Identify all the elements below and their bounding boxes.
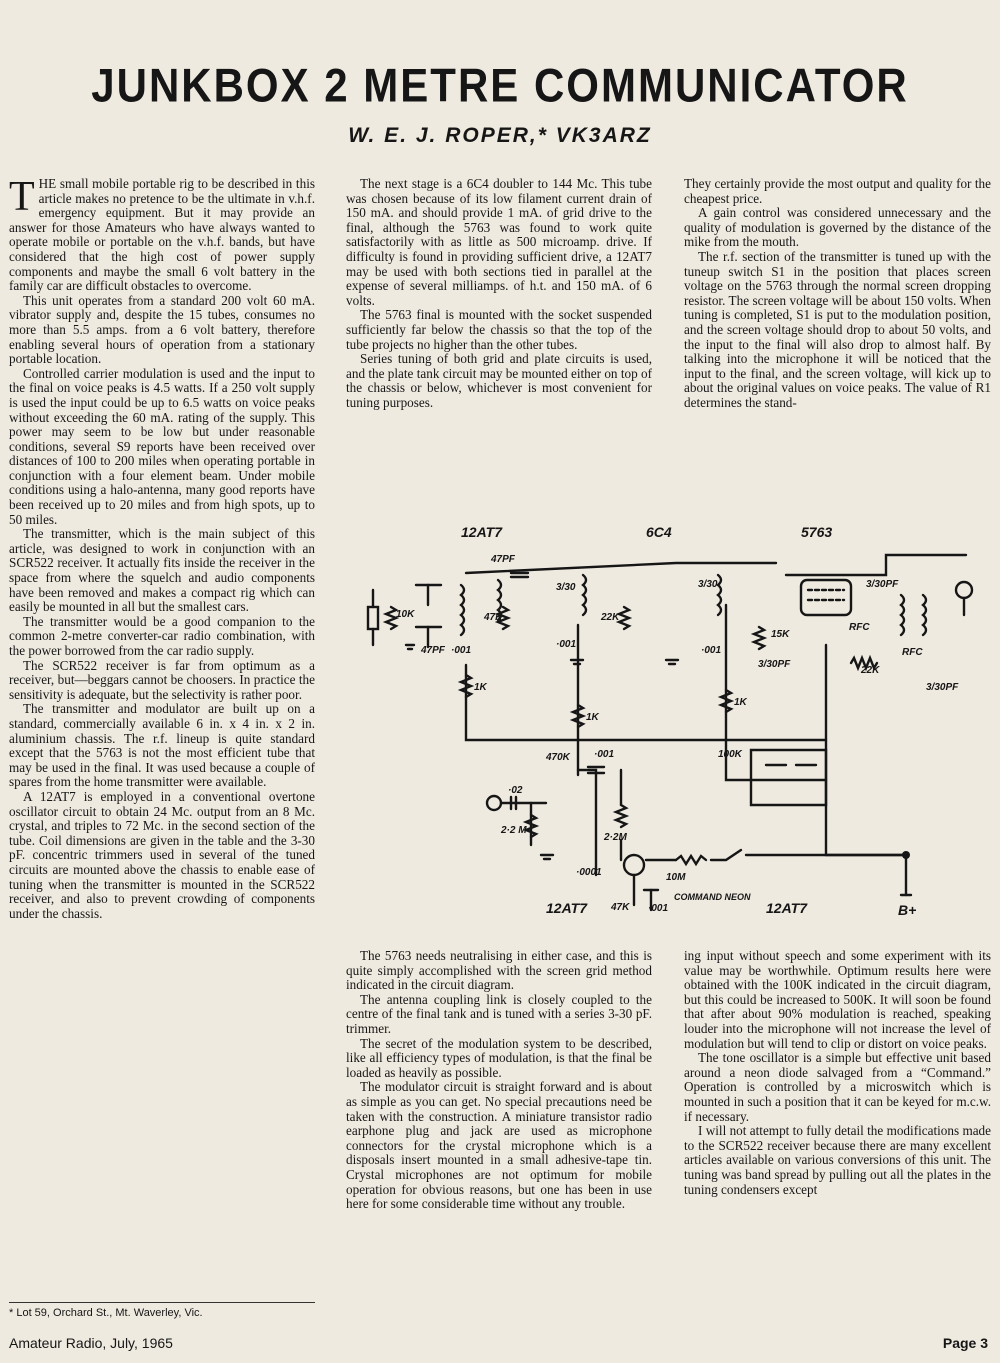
author-footnote: * Lot 59, Orchard St., Mt. Waverley, Vic… <box>9 1302 315 1319</box>
schematic-label: RFC <box>902 647 923 658</box>
paragraph: The secret of the modulation system to b… <box>346 1035 652 1080</box>
paragraph: The 5763 final is mounted with the socke… <box>346 307 652 352</box>
schematic-label: 1K <box>474 682 488 693</box>
schematic-label: 2·2M <box>603 832 627 843</box>
schematic-label: 47K <box>610 902 630 913</box>
paragraph: The transmitter, which is the main subje… <box>9 526 315 615</box>
paragraph: The modulator circuit is straight forwar… <box>346 1079 652 1212</box>
schematic-label: 2·2 M <box>500 825 527 836</box>
column-2-top: The next stage is a 6C4 doubler to 144 M… <box>346 177 652 507</box>
page-number: Page 3 <box>942 1335 988 1351</box>
paragraph: The SCR522 receiver is far from optimum … <box>9 657 315 702</box>
schematic-label: ·0001 <box>576 867 602 878</box>
column-2-bottom: The 5763 needs neutralising in either ca… <box>346 949 652 1309</box>
paragraph: The 5763 needs neutralising in either ca… <box>346 949 652 993</box>
schematic-label: COMMAND NEON <box>674 892 751 902</box>
schematic-label: 47PF <box>490 554 516 565</box>
schematic-label: 1K <box>586 712 600 723</box>
schematic-label: 1K <box>734 697 748 708</box>
paragraph: The r.f. section of the transmitter is t… <box>684 248 991 410</box>
schematic-label: 3/30PF <box>866 579 899 590</box>
schematic-label: 6C4 <box>646 524 672 540</box>
schematic-label: 12AT7 <box>461 524 503 540</box>
schematic-label: 22K <box>860 665 880 676</box>
schematic-label: 5763 <box>801 524 832 540</box>
paragraph: A 12AT7 is employed in a conventional ov… <box>9 788 315 921</box>
publication-footer: Amateur Radio, July, 1965 <box>9 1335 173 1351</box>
schematic-label: ·001 <box>556 639 576 650</box>
paragraph: I will not attempt to fully detail the m… <box>684 1123 991 1197</box>
schematic-label: 12AT7 <box>766 900 808 916</box>
schematic-label: ·001 <box>648 903 668 914</box>
paragraph: The transmitter and modulator are built … <box>9 701 315 790</box>
paragraph: This unit operates from a standard 200 v… <box>9 292 315 367</box>
column-3-bottom: ing input without speech and some experi… <box>684 949 991 1309</box>
article-title: JUNKBOX 2 METRE COMMUNICATOR <box>91 59 909 112</box>
schematic-label: 10K <box>396 609 415 620</box>
schematic-label: ·001 <box>594 749 614 760</box>
schematic-label: RFC <box>849 622 870 633</box>
schematic-label: 100K <box>718 749 743 760</box>
schematic-label: 47K <box>483 612 503 623</box>
schematic-label: B+ <box>898 902 916 918</box>
schematic-label: 470K <box>545 752 571 763</box>
column-3-top: They certainly provide the most output a… <box>684 177 991 507</box>
schematic-label: 3/30 <box>556 582 576 593</box>
paragraph: The transmitter would be a good companio… <box>9 613 315 658</box>
schematic-label: 10M <box>666 872 686 883</box>
schematic-label: 3/30PF <box>926 682 959 693</box>
schematic-label: ·001 <box>701 645 721 656</box>
paragraph: The next stage is a 6C4 doubler to 144 M… <box>346 177 652 308</box>
paragraph: A gain control was considered unnecessar… <box>684 205 991 250</box>
paragraph: The antenna coupling link is closely cou… <box>346 991 652 1036</box>
schematic-label: 3/30PF <box>758 659 791 670</box>
schematic-label: 22K <box>600 612 620 623</box>
schematic-label: 12AT7 <box>546 900 588 916</box>
schematic-label: ·02 <box>508 785 523 796</box>
schematic-label: 3/30 <box>698 579 718 590</box>
paragraph: ing input without speech and some experi… <box>684 949 991 1051</box>
paragraph: They certainly provide the most output a… <box>684 177 991 206</box>
circuit-diagram: 12AT7 6C4 5763 47PF 10K 47K 3/30 ·001 47… <box>366 524 974 918</box>
schematic-label: 15K <box>771 629 790 640</box>
drop-cap: T <box>9 177 35 220</box>
paragraph: Controlled carrier modulation is used an… <box>9 365 315 527</box>
article-byline: W. E. J. ROPER,* VK3ARZ <box>348 124 652 147</box>
paragraph: Series tuning of both grid and plate cir… <box>346 351 652 410</box>
schematic-label: 47PF <box>420 645 446 656</box>
paragraph: The tone oscillator is a simple but effe… <box>684 1050 991 1124</box>
schematic-label: ·001 <box>451 645 471 656</box>
